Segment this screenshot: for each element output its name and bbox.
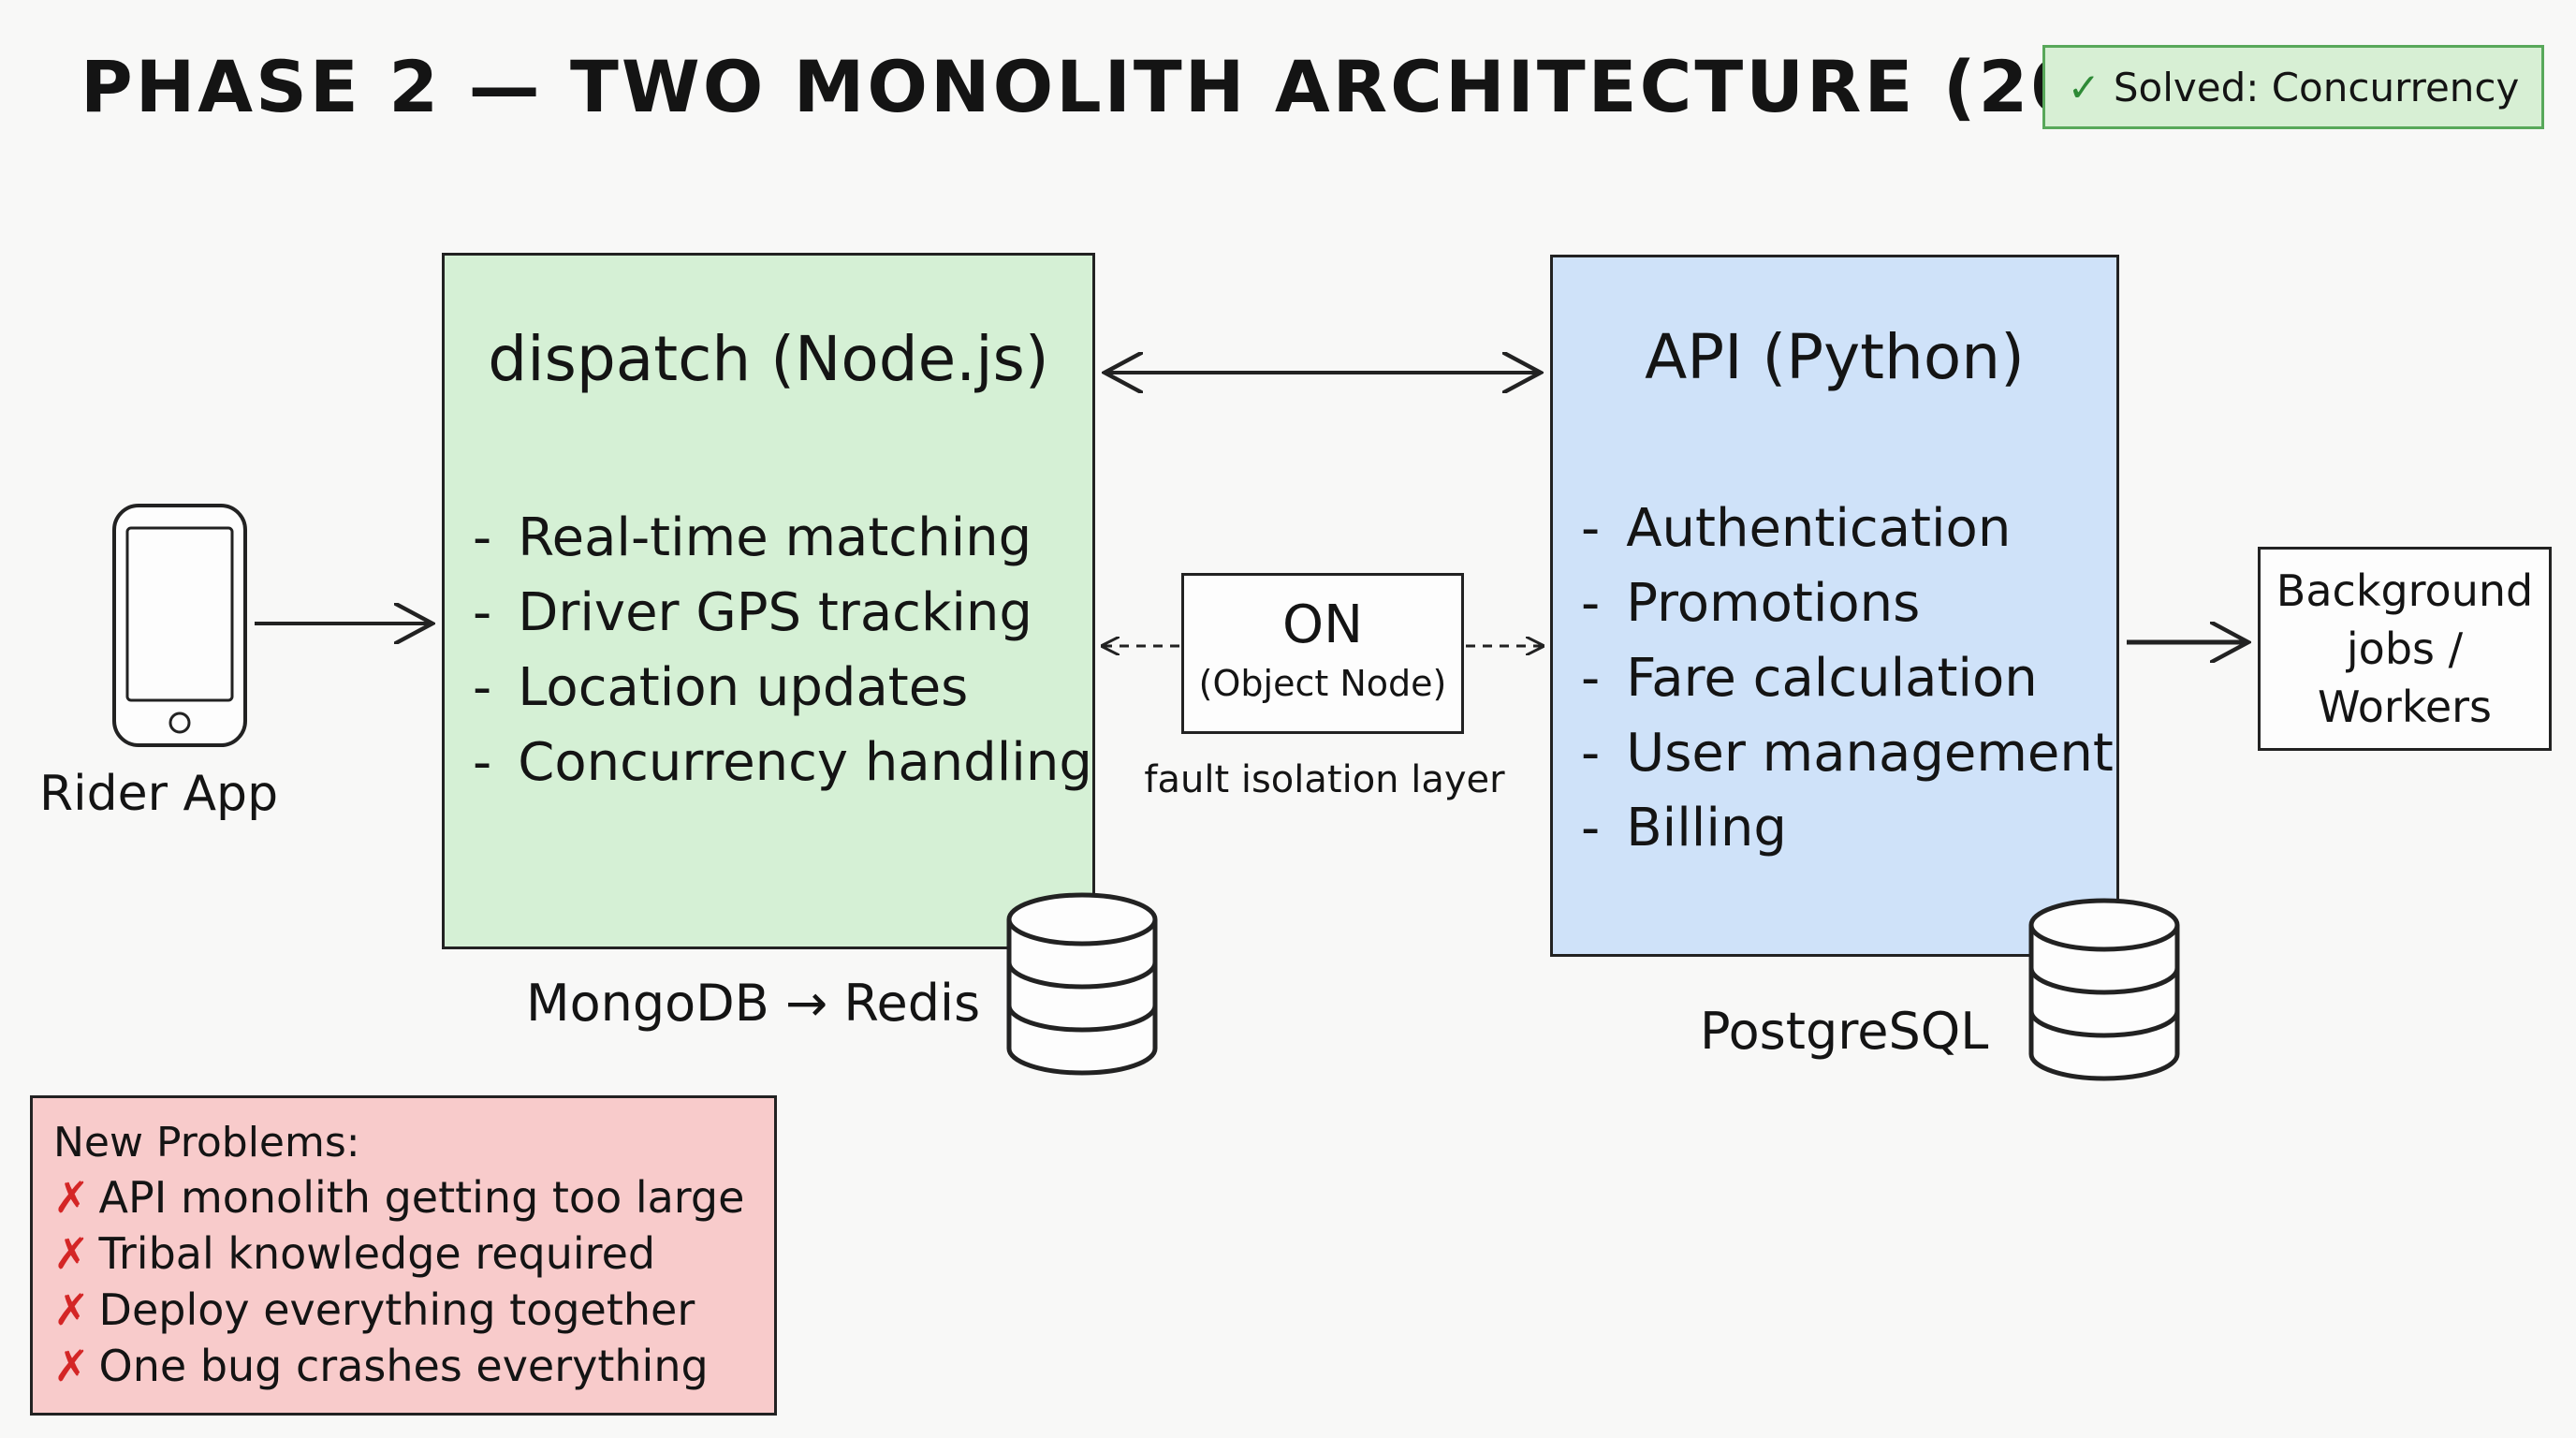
solved-badge: ✓ Solved: Concurrency	[2042, 45, 2544, 129]
background-workers-box: Background jobs / Workers	[2258, 547, 2552, 751]
background-workers-label: Background jobs / Workers	[2276, 565, 2534, 732]
new-problems-box: New Problems: ✗API monolith getting too …	[30, 1095, 777, 1416]
api-feature-item: -Promotions	[1581, 573, 1921, 634]
x-mark-icon: ✗	[53, 1341, 90, 1391]
object-node-title: ON	[1282, 594, 1363, 655]
x-mark-icon: ✗	[53, 1172, 90, 1223]
x-mark-icon: ✗	[53, 1284, 90, 1335]
phone-icon	[112, 504, 247, 747]
dispatch-feature-item: -Driver GPS tracking	[473, 582, 1032, 643]
dispatch-feature-item: -Real-time matching	[473, 507, 1032, 568]
dispatch-title: dispatch (Node.js)	[488, 323, 1049, 395]
page-title: PHASE 2 — TWO MONOLITH ARCHITECTURE (201…	[80, 45, 2223, 128]
dispatch-feature-item: -Concurrency handling	[473, 732, 1092, 793]
api-db-label: PostgreSQL	[1700, 1002, 1989, 1061]
problems-title: New Problems:	[53, 1119, 360, 1167]
api-feature-item: -User management	[1581, 723, 2114, 784]
api-feature-item: -Fare calculation	[1581, 648, 2038, 709]
problem-item: ✗Tribal knowledge required	[53, 1228, 656, 1279]
fault-isolation-caption: fault isolation layer	[1144, 758, 1505, 801]
dispatch-db-label: MongoDB → Redis	[526, 974, 981, 1033]
dispatch-monolith-box: dispatch (Node.js) -Real-time matching -…	[442, 253, 1095, 949]
database-icon	[2028, 898, 2180, 1081]
x-mark-icon: ✗	[53, 1228, 90, 1279]
checkmark-icon: ✓	[2067, 64, 2100, 110]
api-feature-item: -Billing	[1581, 798, 1787, 858]
api-feature-item: -Authentication	[1581, 498, 2012, 559]
object-node-subtitle: (Object Node)	[1198, 663, 1447, 704]
object-node-box: ON (Object Node)	[1181, 573, 1464, 734]
problem-item: ✗Deploy everything together	[53, 1284, 695, 1335]
database-icon	[1006, 892, 1158, 1076]
dispatch-feature-item: -Location updates	[473, 657, 969, 718]
solved-badge-label: Solved: Concurrency	[2113, 64, 2520, 110]
problem-item: ✗API monolith getting too large	[53, 1172, 745, 1223]
problem-item: ✗One bug crashes everything	[53, 1341, 709, 1391]
api-monolith-box: API (Python) -Authentication -Promotions…	[1550, 255, 2119, 957]
rider-app-label: Rider App	[39, 766, 279, 822]
api-title: API (Python)	[1645, 321, 2025, 393]
